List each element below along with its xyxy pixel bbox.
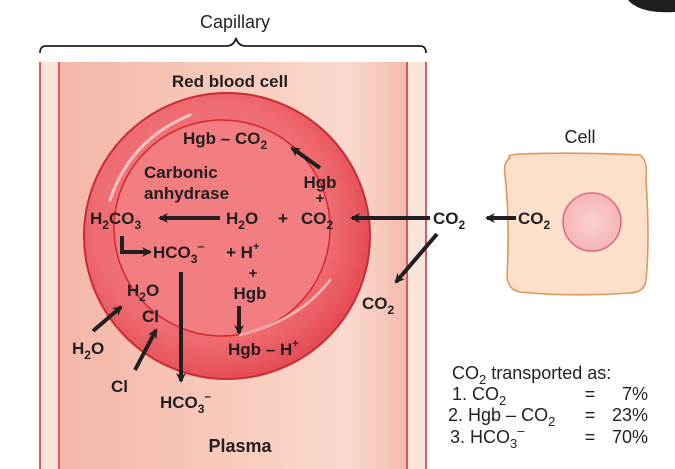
enzyme-label-1: Carbonic bbox=[144, 163, 218, 182]
arrow-h2o-into-rbc bbox=[91, 305, 123, 333]
capillary-label: Capillary bbox=[200, 12, 270, 32]
cl-plasma-label: Cl bbox=[111, 377, 128, 396]
rbc-highlight bbox=[108, 113, 192, 202]
plus-hgb: + bbox=[249, 265, 258, 282]
h2o-in-label: H2O bbox=[127, 281, 159, 304]
h2o-rbc-label: H2O bbox=[226, 209, 258, 232]
co2-interstitial-label: CO2 bbox=[433, 209, 466, 232]
summary-title: CO2 transported as: bbox=[452, 363, 611, 387]
capillary-brace bbox=[39, 37, 427, 54]
hgb-mid-label: Hgb bbox=[233, 284, 266, 303]
summary-row-3-pct: 70% bbox=[612, 427, 648, 447]
cl-in-label: Cl bbox=[142, 307, 159, 326]
plus-mid: + bbox=[278, 209, 288, 228]
cell-nucleus bbox=[562, 192, 622, 252]
arrow-interstitial-to-plasma bbox=[394, 232, 439, 284]
summary-row-1-pct: 7% bbox=[622, 384, 648, 404]
plasma-label: Plasma bbox=[208, 436, 272, 456]
enzyme-label-2: anhydrase bbox=[144, 184, 229, 203]
co2-rbc-label: CO2 bbox=[301, 209, 334, 232]
summary-row-2: 2. Hgb – CO2 bbox=[448, 405, 555, 429]
hgb-h-label: Hgb – H+ bbox=[228, 338, 299, 359]
hco3-plasma-label: HCO3– bbox=[160, 389, 211, 416]
hgb-top-label: Hgb bbox=[303, 173, 336, 192]
summary-row-3-eq: = bbox=[585, 427, 596, 447]
summary-row-1-eq: = bbox=[585, 384, 596, 404]
h2co3-label: H2CO3 bbox=[90, 209, 141, 232]
arrow-hgb-to-hgb-co2 bbox=[290, 146, 322, 170]
arrow-cl-into-rbc bbox=[133, 328, 158, 371]
co2-plasma-label: CO2 bbox=[362, 294, 395, 317]
plus-h-label: + H+ bbox=[226, 241, 259, 262]
rbc-highlight-2 bbox=[238, 278, 332, 337]
hgb-co2-label: Hgb – CO2 bbox=[183, 129, 267, 152]
arrow-h2co3-to-hco3 bbox=[120, 236, 152, 257]
transport-summary: CO2 transported as: 1. CO2 = 7% 2. Hgb –… bbox=[448, 363, 648, 451]
rbc-label: Red blood cell bbox=[172, 72, 288, 91]
rbc-inner-ring bbox=[113, 119, 331, 337]
corner-shape bbox=[628, 0, 675, 13]
capillary-wall-right bbox=[406, 62, 426, 469]
h2o-plasma-label: H2O bbox=[72, 339, 104, 362]
summary-row-2-pct: 23% bbox=[612, 405, 648, 425]
summary-row-2-eq: = bbox=[585, 405, 596, 425]
co2-cell-label: CO2 bbox=[518, 209, 551, 232]
capillary-wall-left bbox=[40, 62, 60, 469]
arrows bbox=[91, 146, 516, 383]
hco3-rbc-label: HCO3– bbox=[153, 239, 204, 266]
summary-row-3: 3. HCO3– bbox=[450, 423, 525, 451]
plus-top: + bbox=[316, 190, 325, 207]
cell-label: Cell bbox=[564, 127, 595, 147]
summary-row-1: 1. CO2 bbox=[452, 384, 506, 408]
